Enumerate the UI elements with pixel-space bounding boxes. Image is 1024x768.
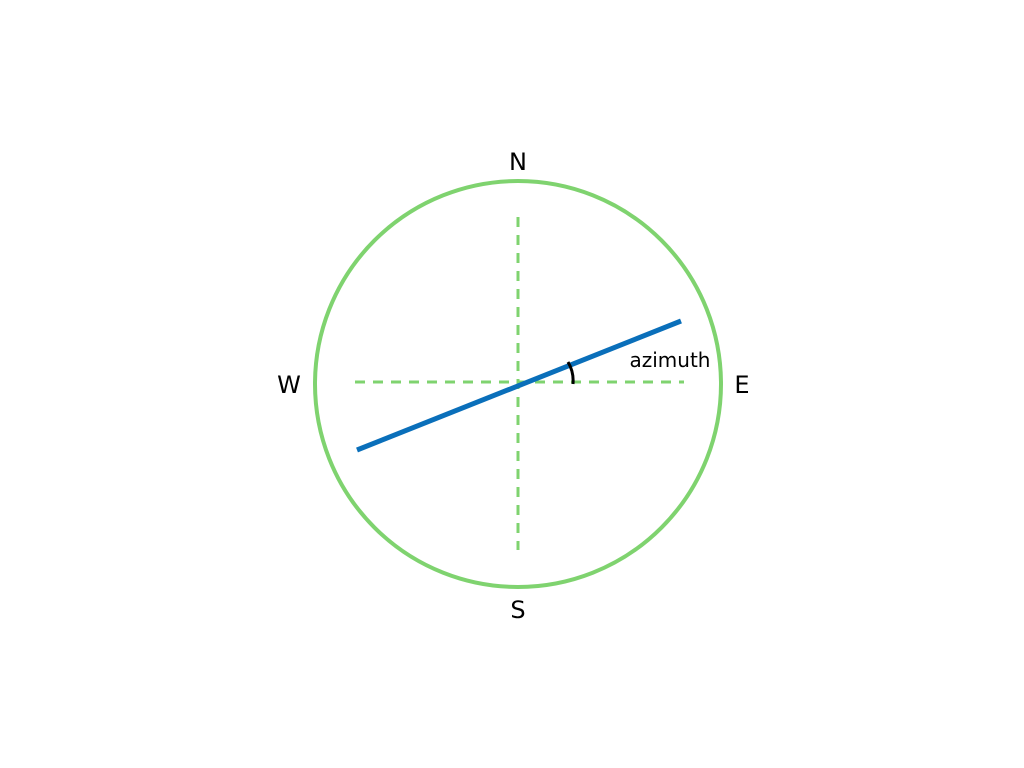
compass-circle bbox=[313, 179, 723, 589]
east-label: E bbox=[734, 371, 749, 399]
azimuth-angle-arc bbox=[566, 361, 575, 385]
strike-line bbox=[356, 318, 682, 453]
south-label: S bbox=[510, 596, 525, 624]
azimuth-label: azimuth bbox=[630, 348, 711, 372]
north-label: N bbox=[509, 148, 527, 176]
west-label: W bbox=[277, 371, 301, 399]
